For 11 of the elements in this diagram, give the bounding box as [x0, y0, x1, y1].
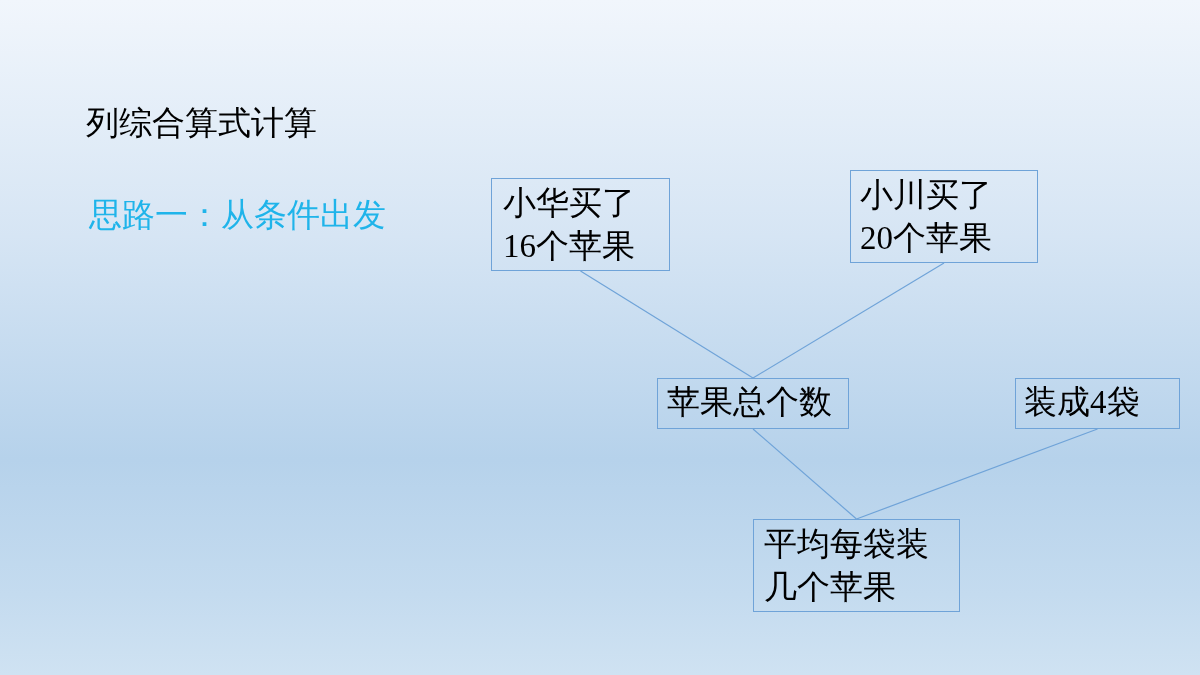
slide-title: 列综合算式计算: [86, 104, 317, 143]
subtitle-text: 思路一：从条件出发: [89, 195, 386, 235]
connector-line: [579, 270, 754, 379]
text-box: 小川买了20个苹果: [850, 170, 1038, 263]
connector-line: [752, 262, 945, 379]
text-box: 苹果总个数: [657, 378, 849, 429]
text-box: 装成4袋: [1015, 378, 1180, 429]
text-box: 小华买了16个苹果: [491, 178, 670, 271]
text-box: 平均每袋装几个苹果: [753, 519, 960, 612]
connector-line: [855, 428, 1099, 520]
connector-line: [752, 428, 858, 520]
